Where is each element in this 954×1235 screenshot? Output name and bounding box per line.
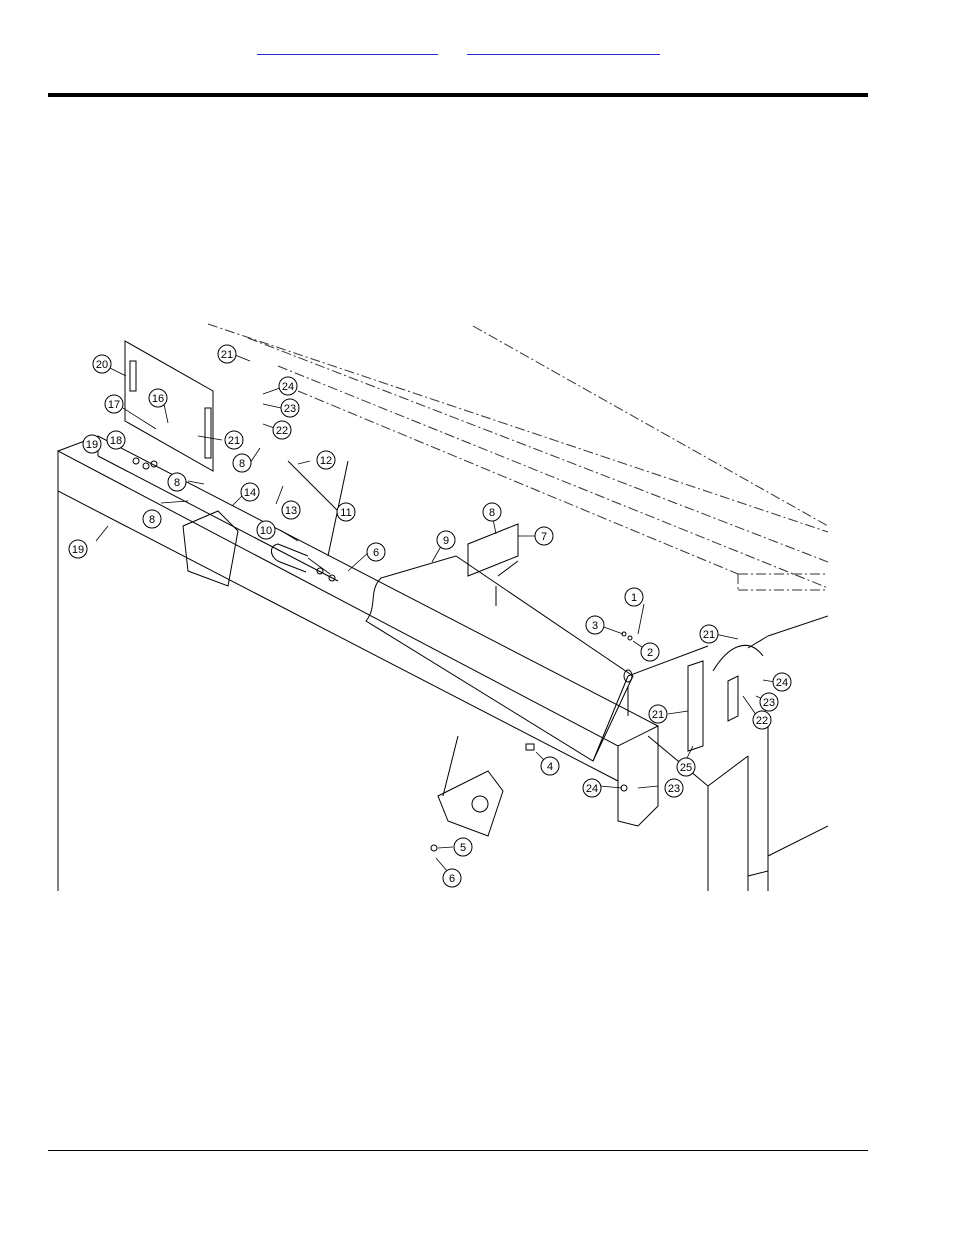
callout-4-label: 4 [547, 761, 553, 773]
callout-15-label: 16 [152, 393, 164, 405]
hardware [132, 457, 633, 852]
callout-18: 19 [82, 434, 102, 454]
callout-23a-label: 23 [284, 403, 296, 415]
callout-2: 2 [640, 642, 660, 662]
callout-22b-label: 22 [756, 715, 768, 727]
callout-8d-label: 8 [489, 507, 495, 519]
callout-1: 1 [624, 587, 644, 607]
top-bracket [467, 523, 519, 606]
callout-23c-label: 23 [668, 783, 680, 795]
callout-8c-label: 8 [149, 514, 155, 526]
callout-23a: 23 [280, 398, 300, 418]
callout-21a: 21 [217, 344, 237, 364]
callout-21b-label: 21 [228, 435, 240, 447]
callout-24c-label: 24 [586, 783, 598, 795]
callout-16-label: 17 [108, 399, 120, 411]
callout-5: 5 [453, 837, 473, 857]
callout-1-label: 1 [631, 592, 637, 604]
callout-20: 20 [92, 354, 112, 374]
callout-13-label: 13 [285, 505, 297, 517]
support-rod [287, 460, 339, 512]
leader-lines [95, 354, 782, 879]
callout-24b-label: 24 [776, 677, 788, 689]
callout-8a-label: 8 [239, 458, 245, 470]
callout-25-label: 25 [680, 762, 692, 774]
callout-3: 3 [585, 615, 605, 635]
exploded-view-drawing: 20 21 24 23 17 16 22 21 19 18 8 12 13 11… [56, 323, 829, 891]
callout-21c: 21 [699, 624, 719, 644]
callout-23c: 23 [664, 778, 684, 798]
right-side-panel [627, 615, 829, 891]
shield-panel [365, 555, 634, 762]
right-bracket [687, 644, 764, 752]
nav-link-previous[interactable] [257, 40, 438, 55]
callout-3-label: 3 [592, 620, 598, 632]
parts-diagram: 20 21 24 23 17 16 22 21 19 18 8 12 13 11… [48, 316, 829, 896]
callout-18-label: 19 [86, 439, 98, 451]
u-bolt [271, 543, 309, 573]
callout-10: 10 [256, 520, 276, 540]
mount-bracket [182, 510, 504, 837]
platform-outline [207, 323, 829, 591]
callout-23b-label: 23 [763, 697, 775, 709]
callout-21a-label: 21 [221, 349, 233, 361]
callout-6a-label: 6 [373, 547, 379, 559]
nav-link-next[interactable] [467, 40, 660, 55]
callout-10-label: 10 [260, 525, 272, 537]
callout-13: 13 [281, 500, 301, 520]
callout-22a-label: 22 [276, 425, 288, 437]
callout-24a-label: 24 [282, 381, 294, 393]
callout-20-label: 20 [96, 359, 108, 371]
footer-rule [48, 1150, 868, 1151]
callout-19: 19 [68, 539, 88, 559]
main-beam [56, 435, 660, 891]
callout-16: 17 [104, 394, 124, 414]
callout-24c: 24 [582, 778, 602, 798]
callout-17: 18 [106, 430, 126, 450]
callout-6a: 6 [366, 542, 386, 562]
callout-2-label: 2 [647, 647, 653, 659]
callout-8b: 8 [167, 472, 187, 492]
callout-7-label: 7 [541, 531, 547, 543]
callout-25: 25 [676, 757, 696, 777]
callout-4: 4 [540, 756, 560, 776]
callout-14: 14 [240, 482, 260, 502]
callout-12: 12 [316, 450, 336, 470]
callout-6b-label: 6 [449, 873, 455, 885]
callout-11-label: 11 [340, 507, 351, 519]
callouts: 20 21 24 23 17 16 22 21 19 18 8 12 13 11… [68, 344, 792, 888]
callout-14-label: 14 [244, 487, 256, 499]
callout-24a: 24 [278, 376, 298, 396]
callout-21d-label: 21 [652, 709, 664, 721]
callout-22a: 22 [272, 420, 292, 440]
callout-21b: 21 [224, 430, 244, 450]
callout-21d: 21 [648, 704, 668, 724]
callout-17-label: 18 [110, 435, 122, 447]
end-plate [124, 340, 214, 472]
callout-24b: 24 [772, 672, 792, 692]
callout-12-label: 12 [320, 455, 332, 467]
callout-23b: 23 [759, 692, 779, 712]
callout-5-label: 5 [460, 842, 466, 854]
callout-8b-label: 8 [174, 477, 180, 489]
callout-8a: 8 [232, 453, 252, 473]
callout-7: 7 [534, 526, 554, 546]
header-rule [48, 93, 868, 97]
callout-9-label: 9 [443, 535, 449, 547]
callout-22b: 22 [752, 710, 772, 730]
callout-15: 16 [148, 388, 168, 408]
callout-11: 11 [336, 502, 356, 522]
callout-21c-label: 21 [703, 629, 715, 641]
callout-8d: 8 [482, 502, 502, 522]
callout-6b: 6 [442, 868, 462, 888]
callout-19-label: 19 [72, 544, 84, 556]
callout-8c: 8 [142, 509, 162, 529]
callout-9: 9 [436, 530, 456, 550]
